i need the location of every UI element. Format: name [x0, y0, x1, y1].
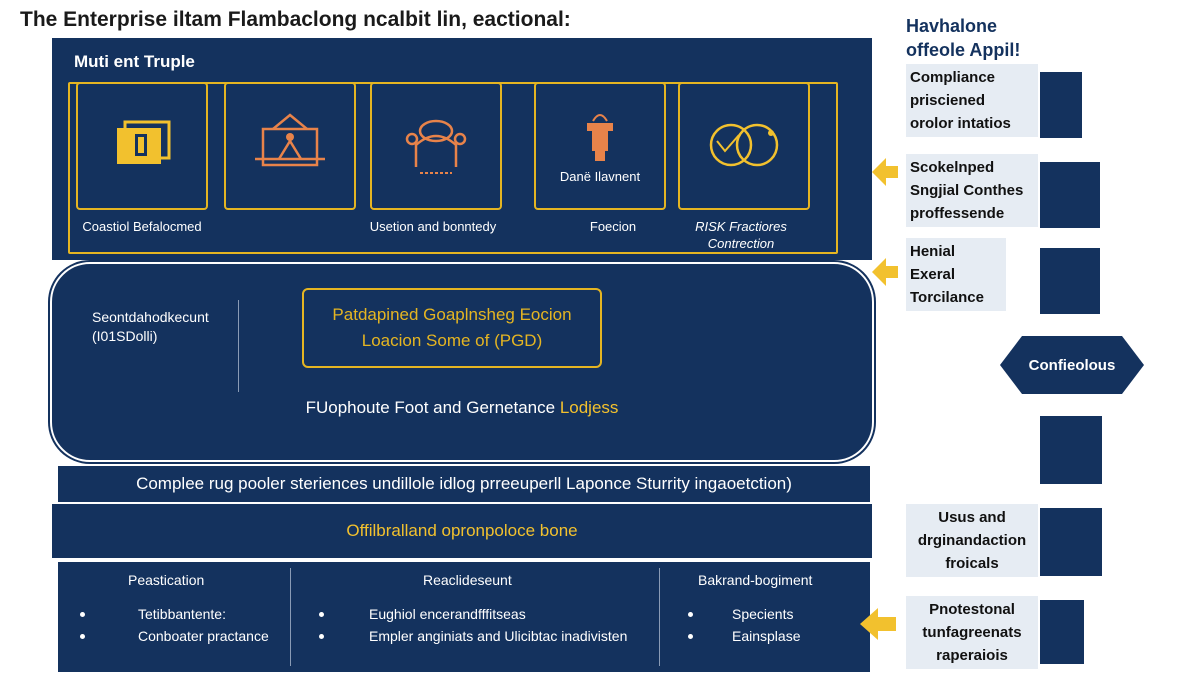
center-panel: Seontdahodkecunt (I01SDolli) Patdapined …	[50, 262, 874, 462]
side-card-2-line1: Scokelnped	[910, 159, 995, 176]
pgd-line1: Patdapined Goaplnsheg Eocion	[332, 305, 572, 324]
side-card-4[interactable]: Usus and drginandaction froicals	[906, 504, 1038, 577]
left-arrow-icon	[860, 608, 896, 640]
tile-label-1: Coastiol Befalocmed	[82, 219, 202, 234]
tile-label-2: Usetion and bonntedy	[369, 219, 497, 234]
complete-bar: Complee rug pooler steriences undillole …	[58, 466, 870, 502]
top-panel: Muti ent Truple Coastiol Befalocmed Uset…	[52, 38, 872, 260]
side-card-2-line3: proffessende	[910, 205, 1005, 222]
side-card-4-line1: Usus and	[938, 509, 1006, 526]
tile-label-4: Danë Ilavnent	[559, 168, 641, 184]
column-1-item-2: Conboater practance	[138, 628, 269, 644]
tile-document[interactable]	[76, 82, 208, 210]
side-block-4	[1040, 416, 1102, 484]
side-card-3-line3: Torcilance	[910, 289, 984, 306]
right-title: Havhalone offeole Appil!	[906, 14, 1020, 62]
side-card-1-line2: prisciened	[910, 92, 986, 109]
network-icon	[255, 113, 325, 167]
center-divider	[238, 300, 239, 392]
column-3-item-2: Eainsplase	[732, 628, 801, 644]
bottom-panel: Peastication Tetibbantente: Conboater pr…	[58, 562, 870, 672]
side-card-4-line2: drginandaction	[917, 532, 1027, 549]
center-bottom-highlight: Lodjess	[559, 398, 619, 417]
side-card-5-line1: Pnotestonal	[929, 601, 1015, 618]
top-panel-title: Muti ent Truple	[74, 52, 195, 71]
tile-label-5: RISK Fractiores Contrection	[695, 219, 787, 251]
magnifier-icon	[709, 123, 779, 167]
bullet	[319, 612, 324, 617]
diamond-arrow-icon	[872, 158, 898, 186]
column-1-item-1: Tetibbantente:	[138, 606, 226, 622]
beaker-icon	[587, 113, 613, 161]
column-2-item-1: Eughiol encerandfffitseas	[369, 606, 526, 622]
column-heading-3: Bakrand-bogiment	[698, 572, 813, 588]
side-card-5-block	[1040, 600, 1084, 664]
bottom-column-3: Bakrand-bogiment Specients Eainsplase	[660, 562, 870, 672]
side-card-4-line3: froicals	[945, 555, 999, 572]
side-card-5-line3: raperaiois	[936, 647, 1008, 664]
right-title-line1: Havhalone	[906, 16, 998, 36]
page-title: The Enterprise iltam Flambaclong ncalbit…	[20, 8, 571, 31]
center-left-line1: Seontdahodkecunt	[92, 309, 209, 325]
column-heading-1: Peastication	[128, 572, 205, 588]
office-bar: Offilbralland opronpoloce bone	[52, 504, 872, 558]
column-divider	[659, 568, 660, 666]
side-card-1-line3: orolor intatios	[910, 115, 1011, 132]
column-2-item-2: Empler anginiats and Ulicibtac inadivist…	[369, 628, 628, 644]
center-left-text: Seontdahodkecunt (I01SDolli)	[92, 308, 209, 346]
bottom-column-2: Reaclideseunt Eughiol encerandfffitseas …	[291, 562, 659, 672]
column-3-item-1: Specients	[732, 606, 794, 622]
side-card-1[interactable]: Compliance prisciened orolor intatios	[906, 64, 1038, 137]
side-card-3-line2: Exeral	[910, 266, 956, 283]
side-card-3-block	[1040, 248, 1100, 314]
tile-network[interactable]	[224, 82, 356, 210]
center-bottom-main: FUophoute Foot and Gernetance	[305, 398, 556, 417]
side-card-2[interactable]: Scokelnped Sngjial Conthes proffessende	[906, 154, 1038, 227]
side-card-1-line1: Compliance	[910, 69, 996, 86]
tile-magnifier[interactable]	[678, 82, 810, 210]
pgd-line2: Loacion Some of (PGD)	[361, 331, 543, 350]
pgd-box[interactable]: Patdapined Goaplnsheg Eocion Loacion Som…	[302, 288, 602, 368]
right-title-line2: offeole Appil!	[906, 40, 1021, 60]
side-card-4-block	[1040, 508, 1102, 576]
column-heading-2: Reaclideseunt	[423, 572, 512, 588]
side-card-2-block	[1040, 162, 1100, 228]
hexagon-label[interactable]: Confieolous	[1028, 356, 1116, 374]
bullet	[688, 634, 693, 639]
bullet	[319, 634, 324, 639]
tile-beaker[interactable]: Danë Ilavnent	[534, 82, 666, 210]
side-card-1-block	[1040, 72, 1082, 138]
bullet	[80, 612, 85, 617]
center-bottom-text: FUophoute Foot and Gernetance Lodjess	[52, 398, 872, 418]
robot-arm-icon	[405, 119, 467, 174]
tile-label-3: Foecion	[589, 219, 637, 234]
side-card-5[interactable]: Pnotestonal tunfagreenats raperaiois	[906, 596, 1038, 669]
diamond-arrow-icon	[872, 258, 898, 286]
bottom-column-1: Peastication Tetibbantente: Conboater pr…	[58, 562, 290, 672]
hexagon-shape	[1000, 336, 1144, 394]
tile-robot[interactable]	[370, 82, 502, 210]
document-icon	[117, 120, 171, 164]
side-card-2-line2: Sngjial Conthes	[910, 182, 1024, 199]
center-left-line2: (I01SDolli)	[92, 328, 158, 344]
side-card-3[interactable]: Henial Exeral Torcilance	[906, 238, 1006, 311]
column-divider	[290, 568, 291, 666]
bullet	[688, 612, 693, 617]
bullet	[80, 634, 85, 639]
side-card-5-line2: tunfagreenats	[922, 624, 1022, 641]
side-card-3-line1: Henial	[910, 243, 956, 260]
